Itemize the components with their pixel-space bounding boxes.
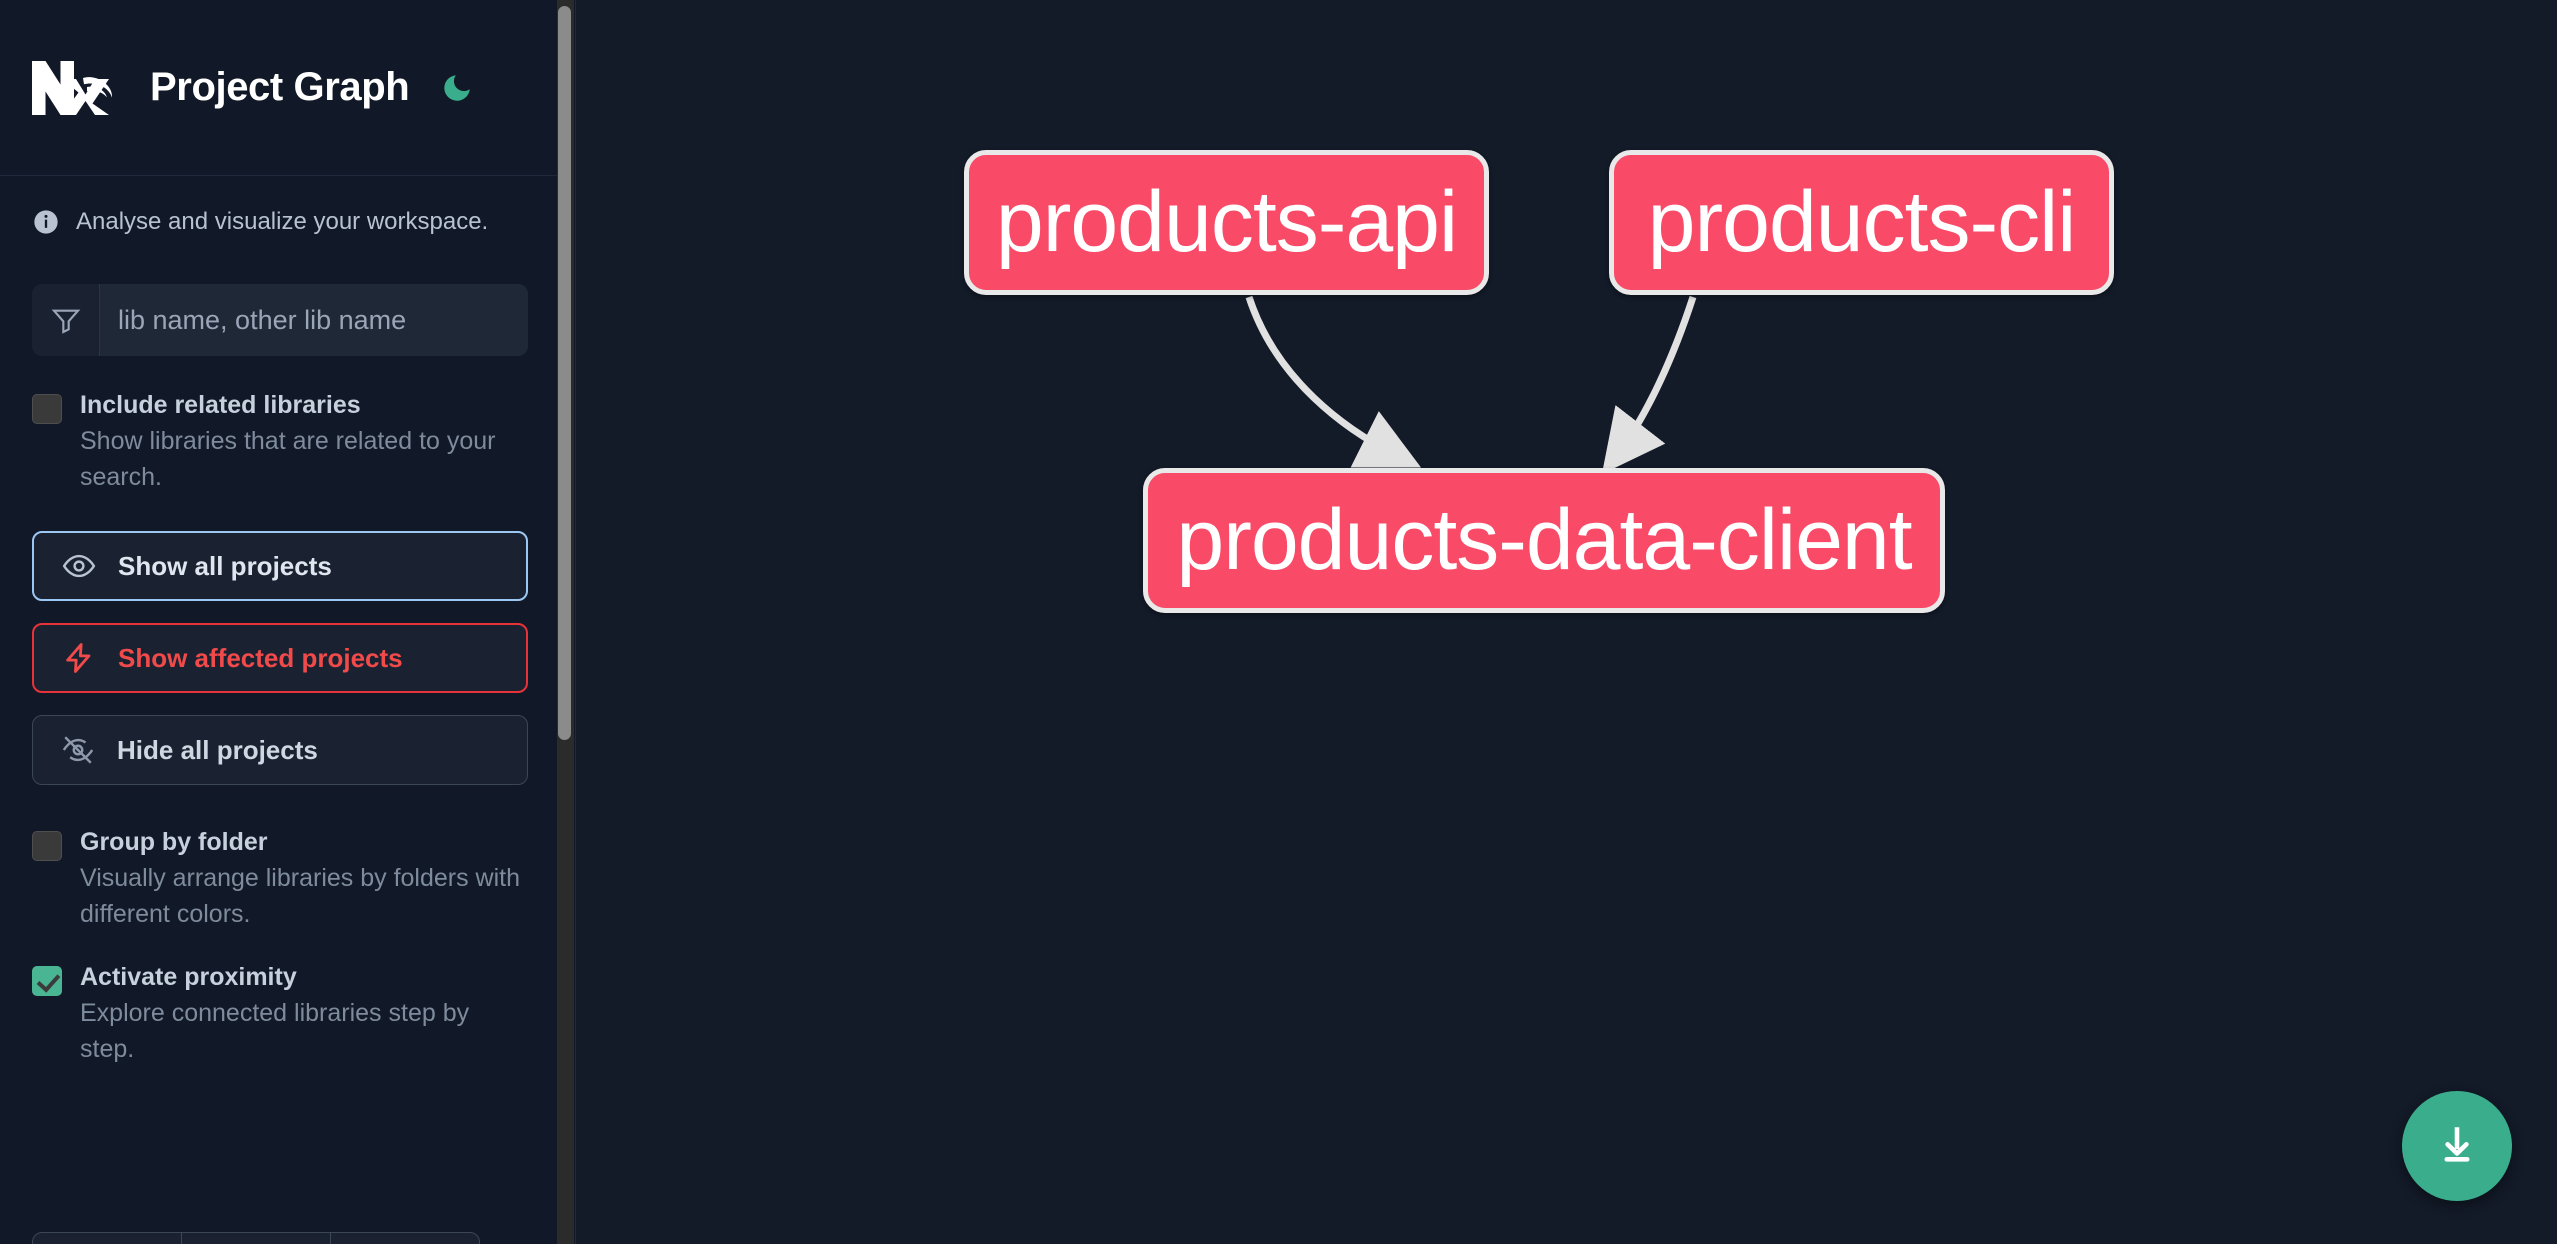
graph-node-label: products-api: [995, 174, 1458, 270]
graph-node-products-api[interactable]: products-api: [964, 150, 1489, 295]
moon-glyph: [444, 74, 471, 101]
search-input[interactable]: [100, 284, 528, 356]
hide-all-projects-label: Hide all projects: [117, 734, 318, 765]
lightning-icon: [66, 643, 91, 673]
graph-canvas[interactable]: products-api products-cli products-data-…: [576, 0, 2557, 1244]
option-title: Group by folder: [80, 828, 268, 856]
sidebar-scrollbar-thumb[interactable]: [558, 6, 571, 740]
option-title: Activate proximity: [80, 963, 297, 991]
sidebar-scrollbar-track[interactable]: [557, 0, 574, 1244]
option-description: Visually arrange libraries by folders wi…: [80, 864, 521, 928]
graph-node-products-cli[interactable]: products-cli: [1609, 150, 2114, 295]
edge-products-cli-to-products-data-client: [1601, 295, 1697, 475]
eye-icon: [62, 554, 96, 578]
graph-node-label: products-data-client: [1176, 492, 1912, 588]
option-text-block: Group by folder Visually arrange librari…: [80, 827, 520, 932]
proximity-step-controls[interactable]: [32, 1232, 480, 1244]
checkbox-group-by-folder[interactable]: [32, 831, 62, 861]
proximity-step-segment[interactable]: [331, 1233, 479, 1244]
download-icon: [2444, 1127, 2470, 1162]
nx-logo-icon: [32, 60, 113, 115]
edge-products-api-to-products-data-client: [1245, 295, 1422, 468]
sidebar-content: Project Graph Analyse and visualize your…: [0, 0, 560, 1244]
page-title: Project Graph: [150, 65, 410, 109]
eye-off-icon: [62, 736, 94, 764]
option-description: Show libraries that are related to your …: [80, 427, 496, 491]
show-affected-projects-button[interactable]: Show affected projects: [32, 623, 528, 693]
sidebar: Project Graph Analyse and visualize your…: [0, 0, 576, 1244]
option-text-block: Activate proximity Explore connected lib…: [80, 962, 520, 1067]
show-all-projects-label: Show all projects: [118, 550, 332, 581]
show-affected-projects-label: Show affected projects: [118, 642, 403, 673]
option-text-block: Include related libraries Show libraries…: [80, 390, 520, 495]
project-visibility-actions: Show all projects Show affected projects…: [0, 495, 560, 785]
checkbox-activate-proximity[interactable]: [32, 966, 62, 996]
moon-icon[interactable]: [437, 68, 477, 108]
search-filter: [32, 284, 528, 356]
option-group-by-folder[interactable]: Group by folder Visually arrange librari…: [0, 785, 560, 932]
option-activate-proximity[interactable]: Activate proximity Explore connected lib…: [0, 932, 560, 1067]
info-icon: [34, 210, 58, 234]
proximity-step-segment[interactable]: [33, 1233, 182, 1244]
graph-edges-layer: [1245, 295, 1697, 475]
workspace-tagline: Analyse and visualize your workspace.: [0, 176, 560, 236]
graph-node-label: products-cli: [1647, 174, 2077, 270]
download-graph-button[interactable]: [2402, 1091, 2512, 1201]
filter-funnel-icon: [32, 284, 100, 356]
option-description: Explore connected libraries step by step…: [80, 999, 470, 1063]
checkbox-include-related-libraries[interactable]: [32, 394, 62, 424]
hide-all-projects-button[interactable]: Hide all projects: [32, 715, 528, 785]
tagline-text: Analyse and visualize your workspace.: [76, 208, 489, 235]
proximity-step-segment[interactable]: [182, 1233, 331, 1244]
option-include-related-libraries[interactable]: Include related libraries Show libraries…: [0, 356, 560, 495]
graph-node-products-data-client[interactable]: products-data-client: [1143, 468, 1945, 613]
sidebar-header: Project Graph: [0, 0, 560, 176]
show-all-projects-button[interactable]: Show all projects: [32, 531, 528, 601]
funnel-glyph: [51, 309, 80, 334]
option-title: Include related libraries: [80, 391, 361, 419]
